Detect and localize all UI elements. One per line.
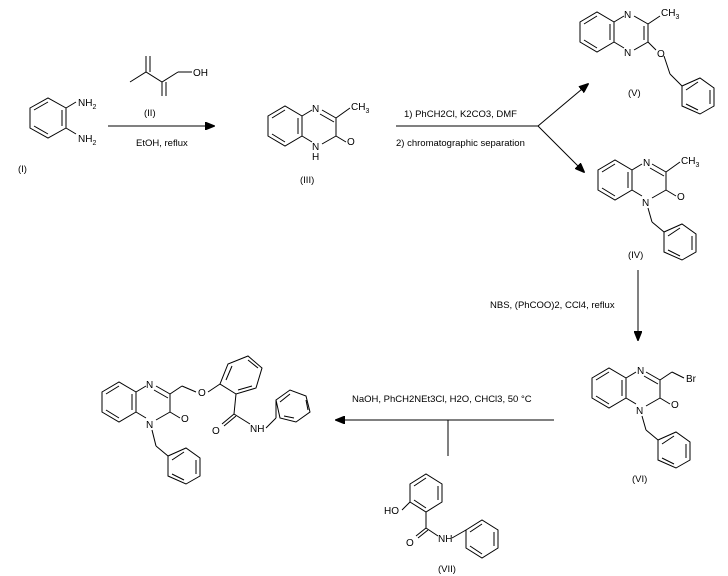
compound-VII: HO O NH (VII) bbox=[384, 473, 499, 575]
cond-step2-line2: 2) chromatographic separation bbox=[396, 138, 525, 149]
label-VI: (VI) bbox=[632, 474, 647, 485]
nh-VII: NH bbox=[438, 534, 452, 545]
o-V: O bbox=[657, 49, 665, 60]
label-III: (III) bbox=[300, 175, 314, 186]
o-ether-product: O bbox=[198, 388, 206, 399]
nh-III-n: N bbox=[312, 142, 319, 153]
compound-VI: N N O Br (VI) bbox=[591, 366, 697, 485]
oh-II: OH bbox=[193, 68, 208, 79]
n2-V: N bbox=[624, 48, 631, 59]
ho-VII: HO bbox=[384, 506, 399, 517]
label-V: (V) bbox=[628, 88, 641, 99]
cond-step3: NBS, (PhCOO)2, CCl4, reflux bbox=[490, 300, 615, 311]
o-IV: O bbox=[677, 192, 685, 203]
nh-III-h: H bbox=[312, 152, 319, 163]
nh-product: NH bbox=[250, 424, 264, 435]
nh2-bottom: NH bbox=[78, 134, 92, 145]
n-III: N bbox=[312, 104, 319, 115]
o-amide-product: O bbox=[212, 426, 220, 437]
o-VI: O bbox=[671, 400, 679, 411]
compound-I: NH2 NH2 (I) bbox=[18, 97, 96, 175]
compound-IV: N N O CH3 (IV) bbox=[597, 156, 699, 261]
n1-VI: N bbox=[637, 366, 644, 377]
n1-V: N bbox=[624, 10, 631, 21]
compound-III: N CH3 N H O (III) bbox=[267, 102, 369, 186]
label-II: (II) bbox=[144, 108, 156, 119]
n1-IV: N bbox=[643, 158, 650, 169]
o-ring-product: O bbox=[181, 414, 189, 425]
arrow-to-V bbox=[537, 84, 588, 127]
svg-text:NH2: NH2 bbox=[78, 98, 96, 111]
o-VII: O bbox=[406, 538, 414, 549]
svg-text:NH2: NH2 bbox=[78, 134, 96, 147]
compound-product: N N O O O NH bbox=[101, 355, 311, 485]
label-IV: (IV) bbox=[628, 250, 643, 261]
cond-step4: NaOH, PhCH2NEt3Cl, H2O, CHCl3, 50 °C bbox=[352, 394, 532, 405]
compound-V: N N O CH3 (V) bbox=[579, 8, 715, 115]
cond-step2-line1: 1) PhCH2Cl, K2CO3, DMF bbox=[404, 109, 517, 120]
n2-IV: N bbox=[642, 198, 649, 209]
svg-text:CH3: CH3 bbox=[351, 102, 369, 115]
label-VII: (VII) bbox=[438, 564, 456, 575]
n2-VI: N bbox=[636, 406, 643, 417]
compound-II: OH (II) bbox=[129, 56, 208, 119]
arrow-to-IV bbox=[537, 125, 584, 172]
label-I: (I) bbox=[18, 164, 27, 175]
svg-text:CH3: CH3 bbox=[661, 8, 679, 21]
br-VI: Br bbox=[686, 374, 697, 385]
svg-text:CH3: CH3 bbox=[681, 156, 699, 169]
nh2-top: NH bbox=[78, 98, 92, 109]
cond-step1: EtOH, reflux bbox=[136, 138, 188, 149]
n2-product: N bbox=[146, 420, 153, 431]
n1-product: N bbox=[146, 380, 153, 391]
o-III: O bbox=[347, 137, 355, 148]
